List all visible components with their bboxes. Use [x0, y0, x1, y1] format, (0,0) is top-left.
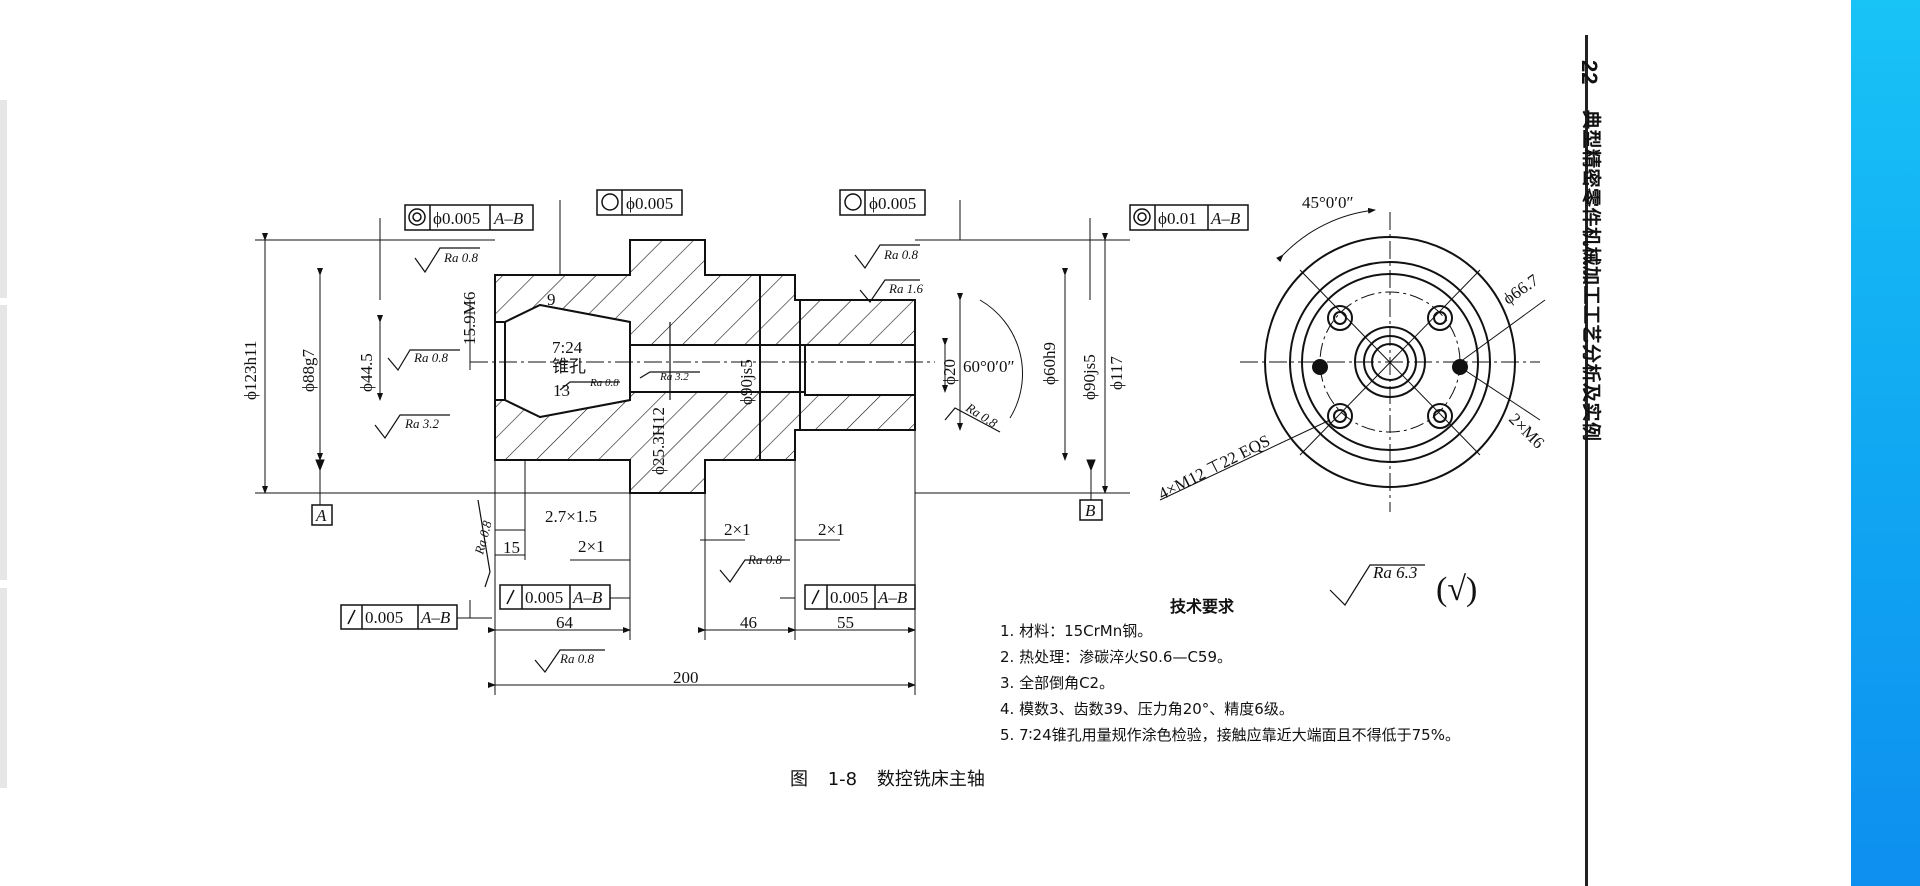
roughness-label: Ra 0.8	[589, 377, 619, 389]
dim-46: 46	[740, 613, 757, 632]
roughness-rest-mark: (√)	[1436, 571, 1477, 608]
tech-requirement-item: 1. 材料：15CrMn钢。	[1000, 622, 1153, 640]
dim-thread: 15.9M6	[460, 292, 479, 345]
fcf-runout-1-value: 0.005	[365, 608, 403, 627]
left-margin-bar	[0, 588, 7, 788]
tech-requirement-item: 5. 7∶24锥孔用量规作涂色检验，接触应靠近大端面且不得低于75%。	[1000, 726, 1460, 744]
fcf-runout-2-value: 0.005	[525, 588, 563, 607]
dim-d445: ϕ44.5	[357, 353, 376, 392]
dim-15: 15	[503, 538, 520, 557]
dim-200: 200	[673, 668, 699, 687]
left-margin-bar	[0, 100, 7, 298]
roughness-symbols	[374, 244, 1425, 673]
roughness-label: Ra 1.6	[888, 281, 923, 296]
dim-d90a: ϕ90js5	[737, 359, 756, 405]
roughness-label: Ra 0.8	[413, 350, 448, 365]
dim-d667: ϕ66.7	[1499, 270, 1542, 308]
feature-control-frames	[311, 189, 1249, 630]
tech-requirement-item: 3. 全部倒角C2。	[1000, 674, 1115, 692]
roughness-label: Ra 0.8	[559, 651, 594, 666]
fcf-circularity-2-value: ϕ0.005	[869, 194, 916, 213]
figure-caption: 图 1-8 数控铣床主轴	[790, 769, 985, 790]
fcf-left-top-datum: A–B	[493, 209, 524, 228]
page-margin-rule	[1585, 35, 1588, 886]
fcf-circularity-1-value: ϕ0.005	[626, 194, 673, 213]
dim-d90b: ϕ90js5	[1080, 354, 1099, 400]
dim-4xm12: 4×M12 ⊤22 EQS	[1155, 431, 1273, 504]
spindle-section-view	[470, 239, 935, 494]
spindle-end-view	[1159, 207, 1546, 512]
fcf-runout-1-datum: A–B	[420, 608, 451, 627]
dim-d117: ϕ117	[1107, 356, 1126, 390]
roughness-general-label: Ra 6.3	[1372, 563, 1417, 582]
dim-angle45: 45°0′0″	[1302, 193, 1354, 212]
dim-2xm6: 2×M6	[1505, 409, 1548, 452]
dim-2x1-a: 2×1	[578, 537, 605, 556]
dim-angle60: 60°0′0″	[963, 357, 1015, 376]
fcf-runout-3-datum: A–B	[877, 588, 908, 607]
roughness-label: Ra 0.8	[883, 247, 918, 262]
tech-requirements-title: 技术要求	[1170, 597, 1235, 616]
datum-a-label: A	[315, 506, 327, 525]
left-margin-bar	[0, 305, 7, 580]
fcf-runout-3-value: 0.005	[830, 588, 868, 607]
dim-d123: ϕ123h11	[241, 341, 260, 400]
roughness-label: Ra 3.2	[404, 416, 439, 431]
dim-13: 13	[553, 381, 570, 400]
roughness-label: Ra 0.8	[443, 250, 478, 265]
datum-b-label: B	[1085, 501, 1096, 520]
dim-27x15: 2.7×1.5	[545, 507, 597, 526]
fcf-left-top-value: ϕ0.005	[433, 209, 480, 228]
roughness-label: Ra 3.2	[659, 371, 689, 383]
dim-d20: ϕ20	[940, 359, 959, 385]
dim-55: 55	[837, 613, 854, 632]
blue-side-panel	[1851, 0, 1920, 886]
dim-d253: ϕ25.3H12	[649, 407, 668, 475]
dim-9: 9	[547, 290, 556, 309]
roughness-label: Ra 0.8	[747, 552, 782, 567]
dim-64: 64	[556, 613, 574, 632]
dim-d60: ϕ60h9	[1040, 342, 1059, 385]
tech-requirement-item: 2. 热处理：渗碳淬火S0.6—C59。	[1000, 648, 1233, 666]
dim-2x1-b: 2×1	[724, 520, 751, 539]
dimension-lines	[255, 200, 1130, 695]
dim-d88: ϕ88g7	[299, 349, 318, 392]
fcf-right-top-value: ϕ0.01	[1158, 209, 1197, 228]
roughness-label: Ra 0.8	[471, 519, 495, 557]
dim-taper-hole: 锥孔	[552, 357, 586, 376]
fcf-runout-2-datum: A–B	[572, 588, 603, 607]
roughness-label: Ra 0.8	[963, 399, 1001, 431]
dim-taper: 7:24	[552, 338, 583, 357]
fcf-right-top-datum: A–B	[1210, 209, 1241, 228]
tech-requirement-item: 4. 模数3、齿数39、压力角20°、精度6级。	[1000, 700, 1294, 718]
dim-2x1-c: 2×1	[818, 520, 845, 539]
